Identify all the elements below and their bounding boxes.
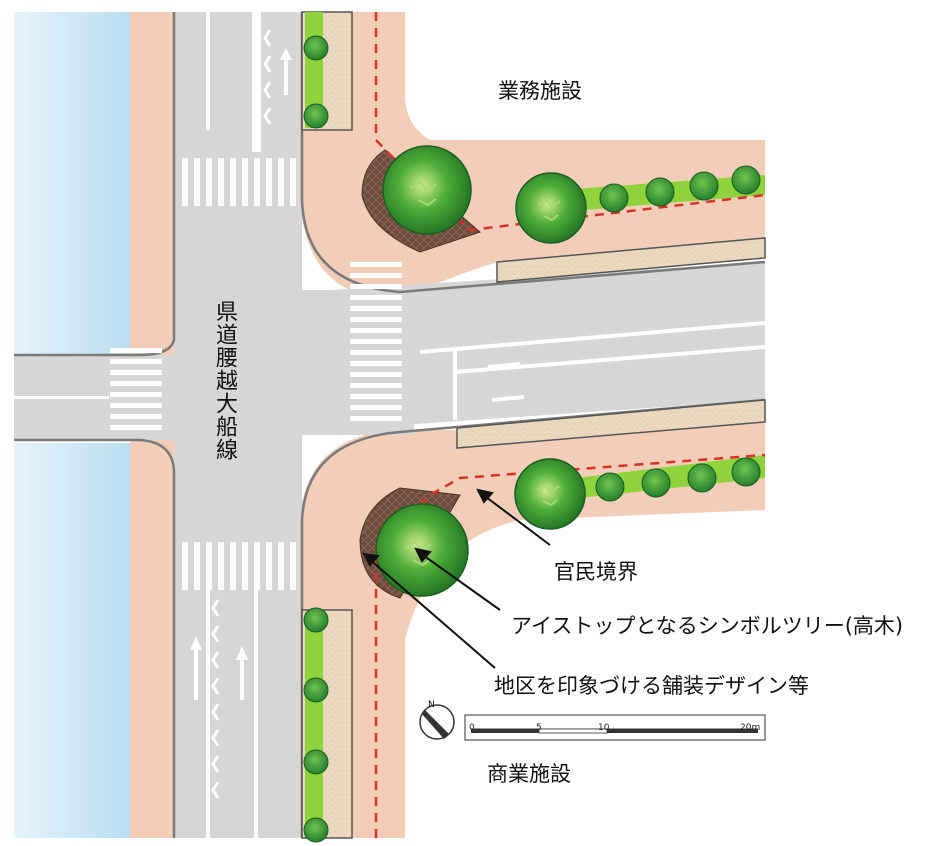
west-sidewalk-lower xyxy=(130,440,174,838)
scale-tick-0: 0 xyxy=(469,723,475,733)
east-road xyxy=(300,262,765,432)
grass-strip-south xyxy=(305,612,323,836)
road-name-label: 県道腰越大船線 xyxy=(212,300,237,461)
chevron-markings xyxy=(211,29,272,799)
annotation-boundary-label: 官民境界 xyxy=(554,560,638,584)
planter-east-south xyxy=(456,399,766,449)
crosswalk-east xyxy=(350,262,402,421)
river-upper xyxy=(14,12,138,355)
north-arrow-label: N xyxy=(428,700,435,710)
west-sidewalk-upper xyxy=(130,12,174,357)
crosswalk-west xyxy=(110,348,162,430)
north-arrow-icon xyxy=(419,704,455,740)
shrubs xyxy=(303,35,761,843)
tree-branch-marks xyxy=(404,180,561,567)
scale-tick-20m: 20m xyxy=(740,723,761,733)
annotation-arrows xyxy=(362,488,551,669)
street-tree-south xyxy=(514,458,586,530)
river-lower xyxy=(14,443,138,838)
area-label-north: 業務施設 xyxy=(498,79,582,103)
crosswalk-north xyxy=(182,158,296,206)
planter-east-north xyxy=(496,237,766,283)
curb-lines xyxy=(14,12,766,838)
scale-bar xyxy=(464,714,766,741)
scale-tick-10: 10 xyxy=(598,723,610,733)
annotation-paving-label: 地区を印象づける舗装デザイン等 xyxy=(494,674,809,698)
crosswalk-south xyxy=(182,542,296,590)
lane-arrows xyxy=(190,48,524,700)
road-markings xyxy=(14,12,261,838)
annotation-symbol-tree-label: アイストップとなるシンボルツリー(高木) xyxy=(511,614,904,638)
east-road-lane-lines xyxy=(419,321,766,420)
scale-tick-5: 5 xyxy=(536,723,542,733)
area-label-south: 商業施設 xyxy=(487,762,571,786)
